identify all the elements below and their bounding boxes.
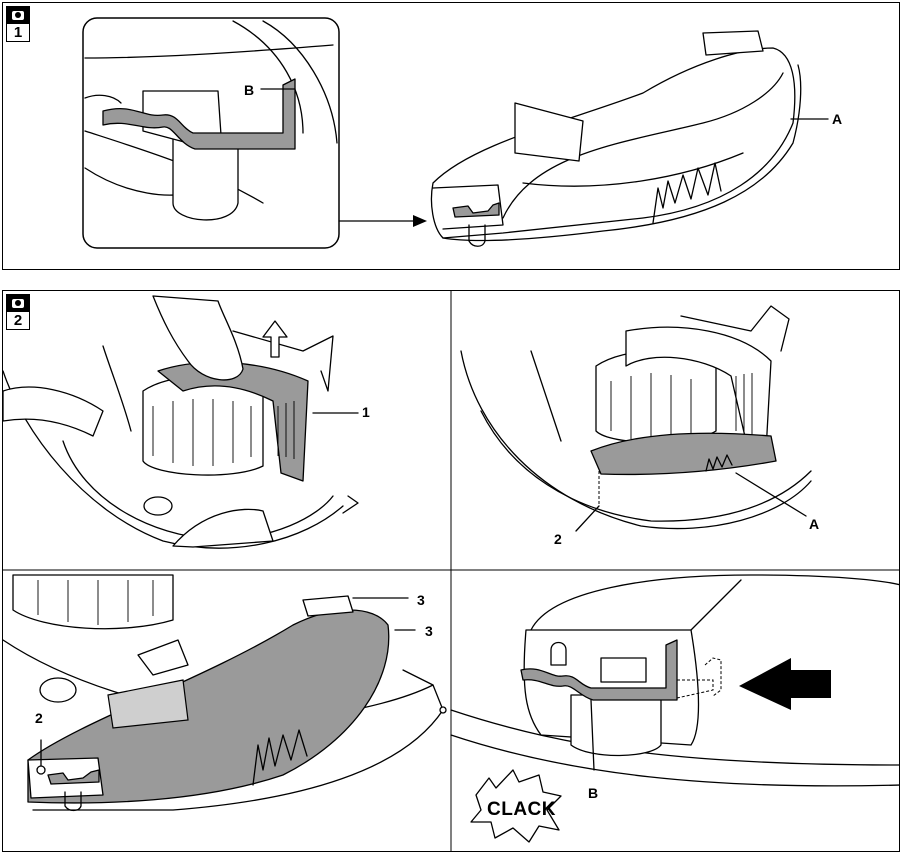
figure-2-number: 2: [13, 312, 23, 329]
cover-a: [430, 47, 796, 239]
label-a-fig2: A: [809, 516, 820, 532]
label-3-upper: 3: [417, 592, 425, 608]
figure-1-drawing: [82, 17, 829, 249]
figure-1-panel: 1 B A: [2, 2, 900, 270]
label-2-top: 2: [554, 531, 562, 547]
camera-icon: [7, 295, 29, 312]
step-4-drawing: [450, 574, 899, 843]
label-3-lower: 3: [425, 623, 433, 639]
figure-1-number: 1: [13, 24, 23, 41]
label-1: 1: [362, 404, 370, 420]
arrow-icon: [413, 215, 427, 227]
figure-1-badge: 1: [6, 6, 30, 42]
clack-burst: [470, 769, 562, 843]
step-1-drawing: [3, 295, 359, 549]
arrow-icon: [739, 658, 831, 710]
cover-a-step2: [590, 432, 777, 476]
label-b-fig1: B: [244, 82, 255, 98]
cover-chute: [514, 102, 584, 162]
camera-icon: [7, 7, 29, 24]
label-b-fig2: B: [588, 785, 599, 801]
figure-2-badge: 2: [6, 294, 30, 330]
clip-wire-b: [520, 639, 678, 701]
clip-wire: [102, 78, 296, 150]
clack-text: CLACK: [487, 799, 556, 820]
step-2-drawing: [460, 305, 812, 532]
figure-2-drawing: [3, 291, 899, 851]
label-2-bottom: 2: [35, 710, 43, 726]
cover-clip: [702, 30, 764, 56]
figure-2-panel: 2: [2, 290, 900, 852]
label-a-fig1: A: [832, 111, 843, 127]
lift-arrow-icon: [262, 320, 288, 358]
step-3-drawing: [3, 574, 447, 812]
